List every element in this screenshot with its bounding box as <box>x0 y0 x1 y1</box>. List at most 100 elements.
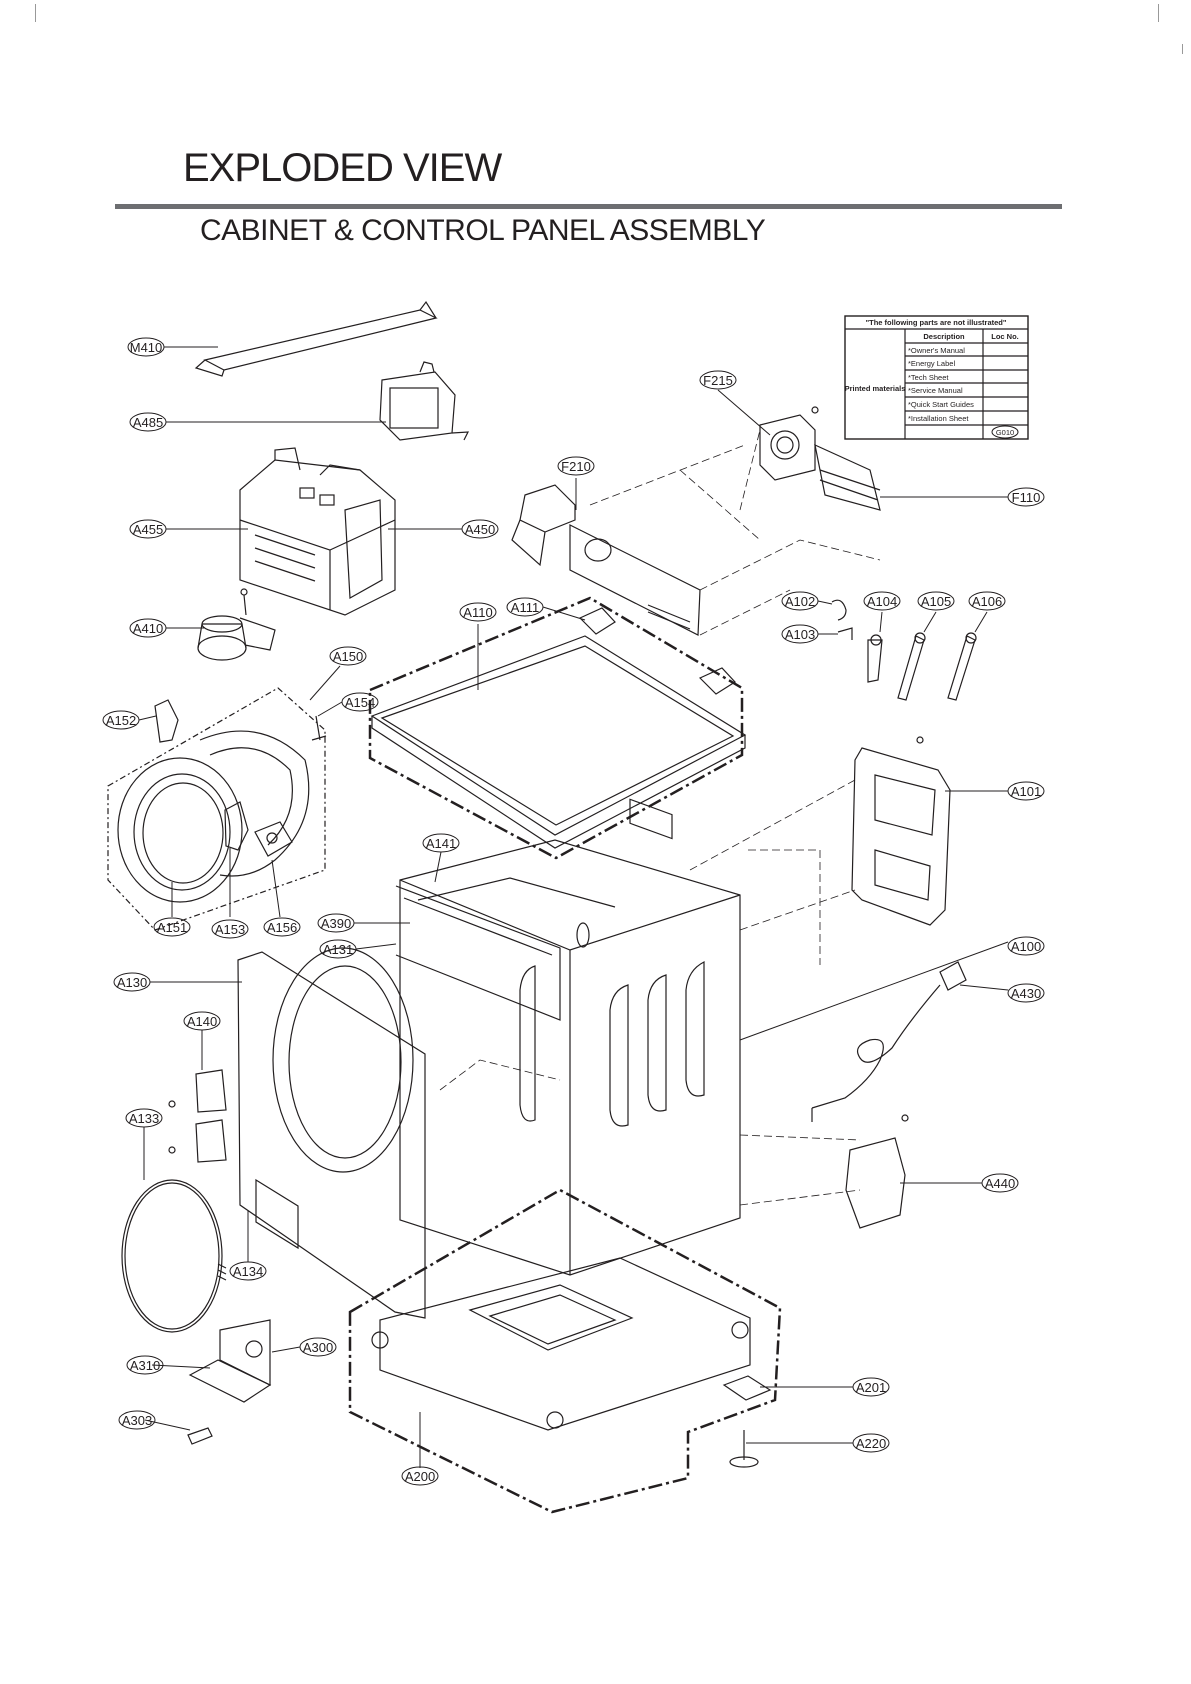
callout-a103: A103 <box>785 627 815 642</box>
callout-a140: A140 <box>187 1014 217 1029</box>
part-a154-pin <box>311 715 327 741</box>
callout-bubble-a485 <box>129 412 167 432</box>
callout-a134: A134 <box>233 1264 263 1279</box>
callout-bubble-a156 <box>263 917 301 937</box>
part-a130-front-panel <box>237 947 426 1319</box>
callout-bubble-f215 <box>699 370 737 390</box>
callout-a303: A303 <box>122 1413 152 1428</box>
part-a100-cabinet <box>399 839 741 1276</box>
callout-m410: M410 <box>130 340 163 355</box>
callout-a201: A201 <box>856 1380 886 1395</box>
table-item: *Installation Sheet <box>908 414 969 423</box>
callout-bubble-a102 <box>781 591 819 611</box>
callout-a104: A104 <box>867 594 897 609</box>
callout-bubble-a220 <box>852 1433 890 1453</box>
part-a102-a103-clips <box>831 599 853 640</box>
part-a110-outline <box>368 596 744 860</box>
callout-bubble-a130 <box>113 972 151 992</box>
callout-a151: A151 <box>157 920 187 935</box>
callout-bubble-a455 <box>129 519 167 539</box>
callout-bubble-a450 <box>461 519 499 539</box>
panel-assembly-guides <box>589 429 881 636</box>
callout-bubble-a100 <box>1007 936 1045 956</box>
part-a200-base <box>371 1257 751 1431</box>
part-a410-sensor <box>197 588 276 661</box>
table-item: *Energy Label <box>908 359 955 368</box>
callout-bubble-a110 <box>459 602 497 622</box>
part-a303-screw <box>187 1427 213 1445</box>
callout-f110: F110 <box>1012 490 1041 505</box>
callout-a152: A152 <box>106 713 136 728</box>
table-col-loc: Loc No. <box>991 332 1019 341</box>
callout-bubble-a104 <box>863 591 901 611</box>
table-loc-value: G010 <box>996 428 1014 437</box>
rear-panel-guides <box>689 779 856 965</box>
callout-a110: A110 <box>463 605 492 620</box>
callout-a455: A455 <box>133 522 163 537</box>
callout-bubble-a201 <box>852 1377 890 1397</box>
part-a104-dampers <box>867 632 977 701</box>
callout-a156: A156 <box>267 920 297 935</box>
callout-bubble-a200 <box>401 1466 439 1486</box>
table-group-label: Printed materials <box>845 384 906 393</box>
callout-a485: A485 <box>133 415 163 430</box>
callout-a153: A153 <box>215 922 245 937</box>
callout-a430: A430 <box>1011 986 1041 1001</box>
table-item: *Owner's Manual <box>908 346 965 355</box>
callout-bubble-a430 <box>1007 983 1045 1003</box>
part-a310-cover <box>188 1319 272 1403</box>
leader-lines <box>138 346 1009 1468</box>
callout-bubble-a105 <box>917 591 955 611</box>
part-a440-filter <box>845 1114 909 1229</box>
callout-bubble-a133 <box>125 1108 163 1128</box>
part-a152-hinge <box>154 699 179 743</box>
callout-bubble-a303 <box>118 1410 156 1430</box>
part-a485-board <box>379 361 470 441</box>
table-header: "The following parts are not illustrated… <box>866 318 1007 327</box>
callout-bubble-a131 <box>319 939 357 959</box>
callout-a440: A440 <box>985 1176 1015 1191</box>
callout-a105: A105 <box>921 594 951 609</box>
callout-a133: A133 <box>129 1111 159 1126</box>
callout-a450: A450 <box>465 522 495 537</box>
part-a156-switch <box>254 821 293 857</box>
not-illustrated-table: "The following parts are not illustrated… <box>844 315 1029 440</box>
callout-a200: A200 <box>405 1469 435 1484</box>
callout-a131: A131 <box>323 942 353 957</box>
table-col-description: Description <box>923 332 965 341</box>
cabinet-guides <box>439 1059 861 1206</box>
callout-bubbles <box>102 337 1045 1486</box>
callout-f210: F210 <box>561 459 591 474</box>
part-a111-clip <box>578 607 736 695</box>
callout-bubble-a134 <box>229 1261 267 1281</box>
callout-a101: A101 <box>1011 784 1041 799</box>
part-a110-top-plate <box>370 635 747 849</box>
callout-f215: F215 <box>703 373 733 388</box>
callout-a102: A102 <box>785 594 815 609</box>
table-item: *Tech Sheet <box>908 373 949 382</box>
callout-bubble-a140 <box>183 1011 221 1031</box>
crop-mark-left <box>35 4 36 22</box>
part-a455-a450-pcb <box>239 447 396 616</box>
callout-bubble-a106 <box>968 591 1006 611</box>
part-a140-hinges <box>168 1069 227 1163</box>
part-a133-gasket-ring <box>121 1179 227 1333</box>
part-a430-power-cord <box>811 961 967 1122</box>
callout-a310: A310 <box>130 1358 160 1373</box>
part-m410-bracket <box>194 300 438 377</box>
callout-a390: A390 <box>321 916 351 931</box>
part-a151-door-ring <box>117 730 310 903</box>
callout-bubble-a141 <box>422 833 460 853</box>
callout-a220: A220 <box>856 1436 886 1451</box>
callout-bubble-a153 <box>211 919 249 939</box>
callout-bubble-a101 <box>1007 781 1045 801</box>
callout-bubble-a300 <box>299 1337 337 1357</box>
callout-a154: A154 <box>345 695 375 710</box>
callout-a150: A150 <box>333 649 363 664</box>
callout-bubble-a410 <box>129 618 167 638</box>
callout-a111: A111 <box>511 600 539 615</box>
part-a390-bar <box>395 885 561 1021</box>
callout-labels: M410 A485 A455 A450 A410 A150 A154 A152 … <box>106 340 1041 1484</box>
callout-a130: A130 <box>117 975 147 990</box>
